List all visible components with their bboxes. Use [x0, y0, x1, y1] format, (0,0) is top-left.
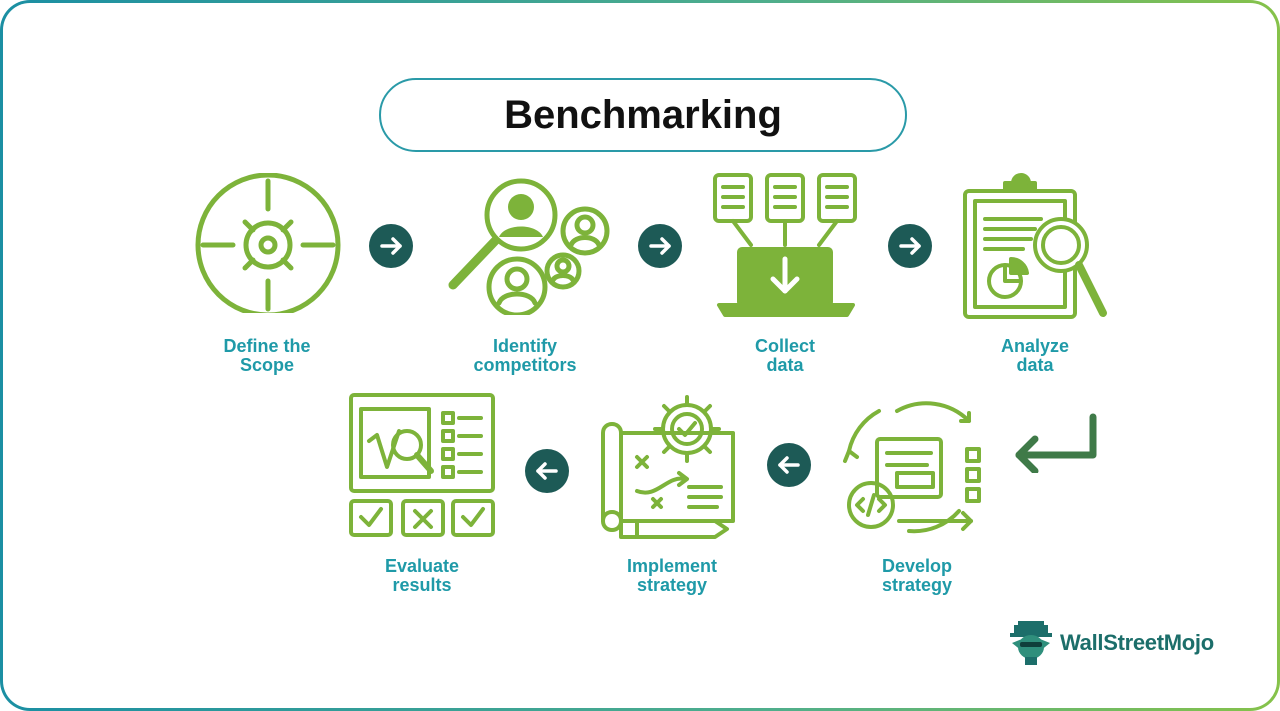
- step-label-develop-strategy: Develop strategy: [881, 556, 953, 595]
- brand-logo: WallStreetMojo: [1008, 621, 1214, 665]
- arrow-right-3: [888, 224, 932, 268]
- step-define-scope: [193, 173, 343, 313]
- magnifier-people-icon: [448, 178, 610, 315]
- canvas: Benchmarking Define the Scope: [3, 3, 1277, 708]
- step-label-collect-data: Collect data: [754, 336, 815, 375]
- step-label-analyze-data: Analyze data: [1000, 336, 1070, 375]
- step-analyze-data: [961, 173, 1111, 321]
- step-label-implement-strategy: Implement strategy: [626, 556, 718, 595]
- step-label-evaluate-results: Evaluate results: [384, 556, 460, 595]
- arrow-left-2: [525, 449, 569, 493]
- step-evaluate-results: [347, 391, 497, 541]
- step-identify-competitors: [443, 175, 623, 315]
- brand-name: WallStreetMojo: [1060, 630, 1214, 655]
- laptop-download-documents-icon: [713, 173, 857, 317]
- arrow-left-icon: [778, 456, 800, 474]
- arrow-right-2: [638, 224, 682, 268]
- map-gear-plan-icon: [601, 395, 735, 539]
- diagram-title: Benchmarking: [504, 92, 782, 137]
- step-collect-data: [711, 173, 861, 319]
- mascot-logo-icon: [1010, 621, 1052, 665]
- arrow-left-1: [767, 443, 811, 487]
- board-check-results-icon: [349, 393, 495, 537]
- step-label-define-scope: Define the Scope: [223, 336, 311, 375]
- clipboard-magnifier-chart-icon: [963, 173, 1107, 319]
- title-pill: Benchmarking: [379, 78, 907, 152]
- code-cycle-strategy-icon: [843, 401, 981, 534]
- crosshair-target-icon: [195, 173, 341, 313]
- arrow-right-1: [369, 224, 413, 268]
- arrow-right-icon: [380, 237, 402, 255]
- step-label-identify-competitors: Identify competitors: [473, 336, 577, 375]
- arrow-left-icon: [536, 462, 558, 480]
- return-arrow-icon: [1015, 413, 1097, 473]
- arrow-right-icon: [899, 237, 921, 255]
- step-implement-strategy: [597, 391, 743, 541]
- step-develop-strategy: [839, 391, 989, 541]
- arrow-right-icon: [649, 237, 671, 255]
